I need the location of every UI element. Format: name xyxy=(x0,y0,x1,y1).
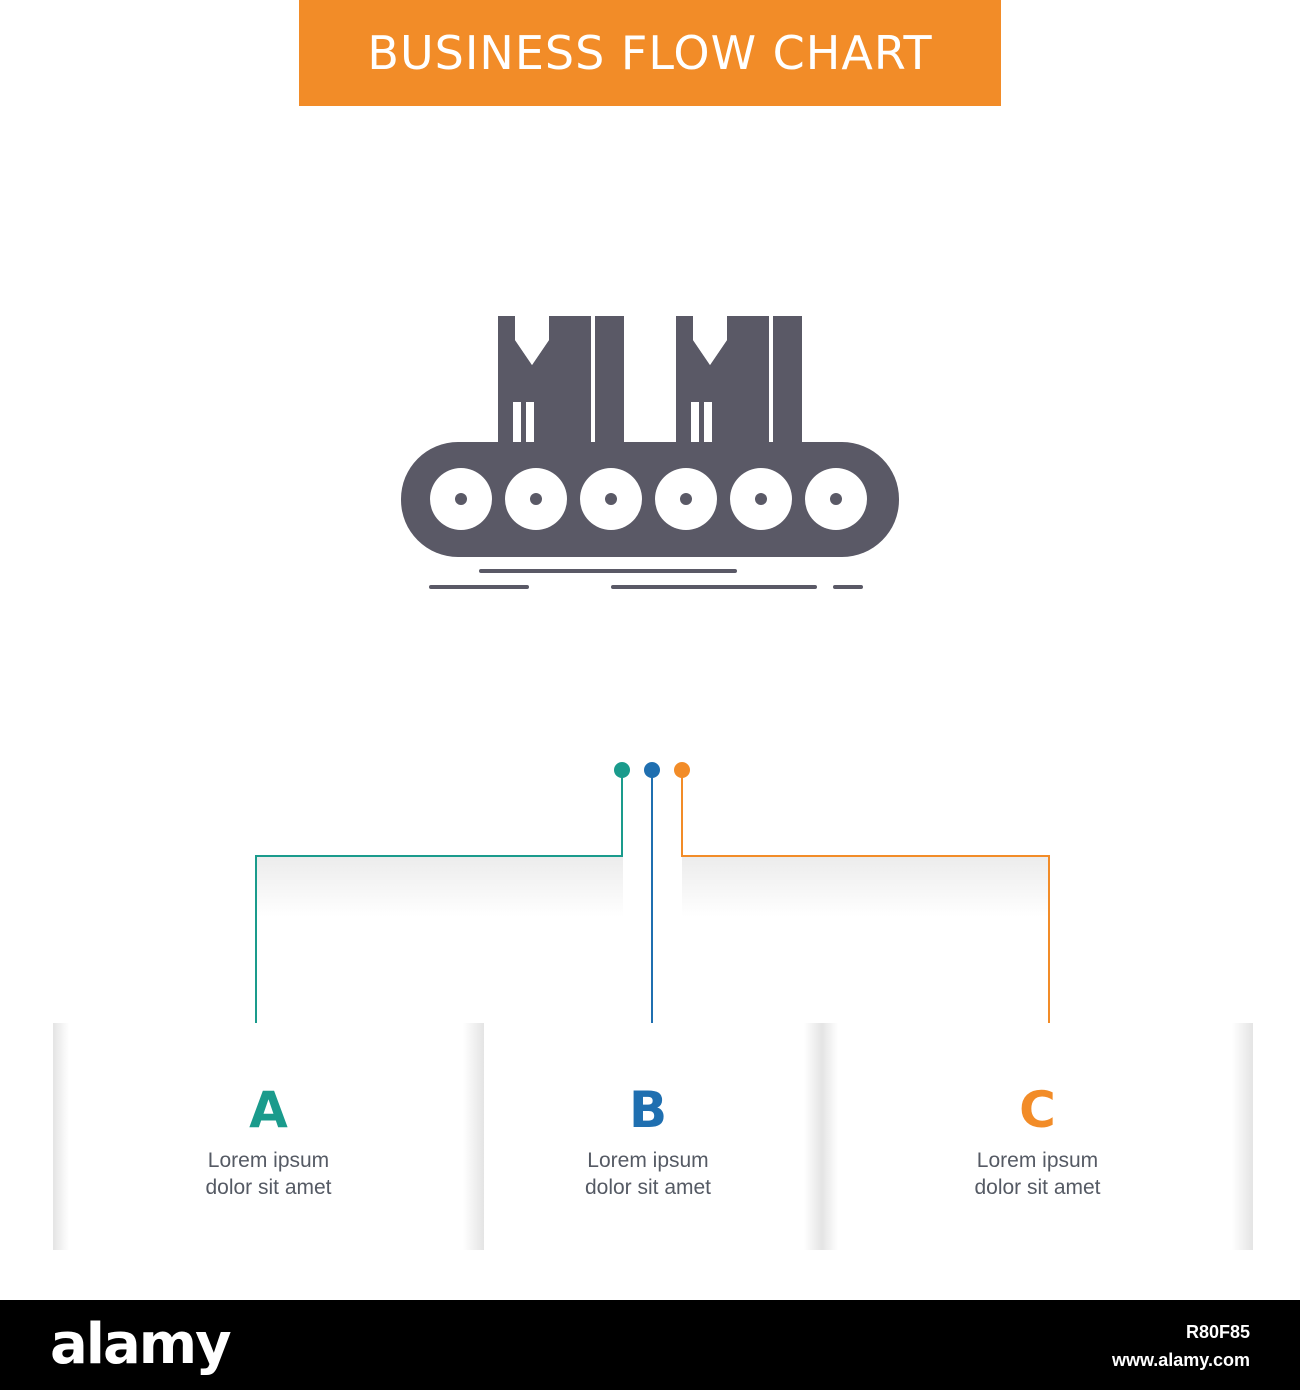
step-box-a: A Lorem ipsum dolor sit amet xyxy=(53,1023,484,1250)
dot-c xyxy=(674,762,690,778)
step-text-b-line2: dolor sit amet xyxy=(584,1176,712,1199)
site-url: www.alamy.com xyxy=(1111,1350,1250,1370)
conveyor-belt-icon xyxy=(395,300,905,600)
step-text-b-line1: Lorem ipsum xyxy=(587,1149,709,1172)
step-text-a-line1: Lorem ipsum xyxy=(207,1149,330,1172)
dot-a xyxy=(614,762,630,778)
step-text-b: Lorem ipsum dolor sit amet xyxy=(474,1147,822,1201)
connector-a xyxy=(255,770,623,1035)
connector-lines xyxy=(255,762,1050,1035)
watermark-footer: alamy R80F85 www.alamy.com xyxy=(0,1300,1300,1390)
page-title: BUSINESS FLOW CHART xyxy=(367,26,933,80)
step-box-b: B Lorem ipsum dolor sit amet xyxy=(484,1023,822,1250)
title-banner: BUSINESS FLOW CHART xyxy=(299,0,1001,106)
dot-b xyxy=(644,762,660,778)
image-id: R80F85 xyxy=(1185,1322,1250,1342)
step-text-c-line2: dolor sit amet xyxy=(974,1176,1101,1199)
step-text-a-line2: dolor sit amet xyxy=(205,1176,332,1199)
connector-c xyxy=(681,770,1050,1035)
step-text-c-line1: Lorem ipsum xyxy=(976,1149,1099,1172)
shadow-left xyxy=(257,857,623,917)
shadow-right xyxy=(682,857,1049,917)
step-box-c: C Lorem ipsum dolor sit amet xyxy=(822,1023,1253,1250)
step-letter-a: A xyxy=(249,1081,288,1139)
brand-logo: alamy xyxy=(50,1312,232,1377)
step-text-c: Lorem ipsum dolor sit amet xyxy=(822,1147,1253,1201)
step-letter-b: B xyxy=(628,1081,668,1139)
step-letter-c: C xyxy=(1019,1081,1056,1139)
step-text-a: Lorem ipsum dolor sit amet xyxy=(53,1147,484,1201)
